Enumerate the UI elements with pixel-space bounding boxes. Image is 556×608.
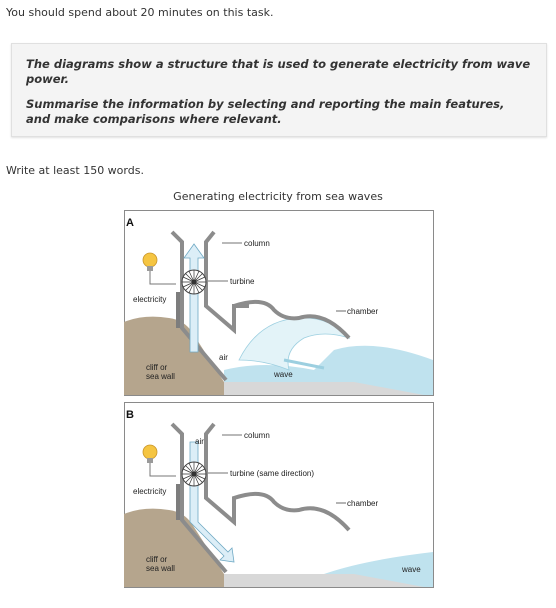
- label-chamber: chamber: [347, 307, 378, 316]
- label-cliff-line1: cliff or: [146, 363, 168, 372]
- label-cliff-line2: sea wall: [146, 372, 175, 381]
- turbine-icon: [181, 461, 207, 487]
- diagram-letter: B: [126, 409, 134, 421]
- label-air: air: [219, 353, 228, 362]
- label-air: air: [195, 437, 204, 446]
- light-bulb-icon: [142, 252, 158, 271]
- wave-direction-arrow: [283, 358, 325, 370]
- sea-wall: [176, 484, 182, 520]
- label-column: column: [244, 239, 270, 248]
- sea-wall: [176, 292, 182, 328]
- sea-floor: [224, 382, 424, 395]
- label-electricity: electricity: [133, 487, 166, 496]
- cliff: [124, 508, 224, 587]
- electric-wire: [149, 463, 176, 477]
- task-prompt-box: The diagrams show a structure that is us…: [11, 43, 547, 137]
- label-wave: wave: [273, 370, 293, 379]
- diagram-b: B column turbine (same direction) chambe…: [124, 402, 434, 588]
- sea-floor: [224, 574, 424, 587]
- column-wall-right: [204, 422, 351, 532]
- label-chamber: chamber: [347, 499, 378, 508]
- cliff: [124, 316, 224, 395]
- chamber-roof: [232, 304, 249, 330]
- time-instruction: You should spend about 20 minutes on thi…: [6, 6, 274, 19]
- wave-crest: [238, 317, 351, 371]
- label-turbine: turbine (same direction): [230, 469, 314, 478]
- task-description: The diagrams show a structure that is us…: [26, 57, 531, 86]
- electric-wire: [149, 271, 176, 285]
- label-cliff-line1: cliff or: [146, 555, 168, 564]
- word-count-instruction: Write at least 150 words.: [6, 164, 144, 177]
- figure-title: Generating electricity from sea waves: [173, 190, 383, 203]
- airflow-arrow-up: [183, 243, 205, 353]
- label-turbine: turbine: [230, 277, 255, 286]
- label-wave: wave: [401, 565, 421, 574]
- diagram-a: A column turbine chamber electricity air…: [124, 210, 434, 396]
- diagram-letter: A: [126, 217, 134, 229]
- label-electricity: electricity: [133, 295, 166, 304]
- task-requirement: Summarise the information by selecting a…: [26, 97, 505, 126]
- label-column: column: [244, 431, 270, 440]
- light-bulb-icon: [142, 444, 158, 463]
- turbine-icon: [181, 269, 207, 295]
- label-cliff-line2: sea wall: [146, 564, 175, 573]
